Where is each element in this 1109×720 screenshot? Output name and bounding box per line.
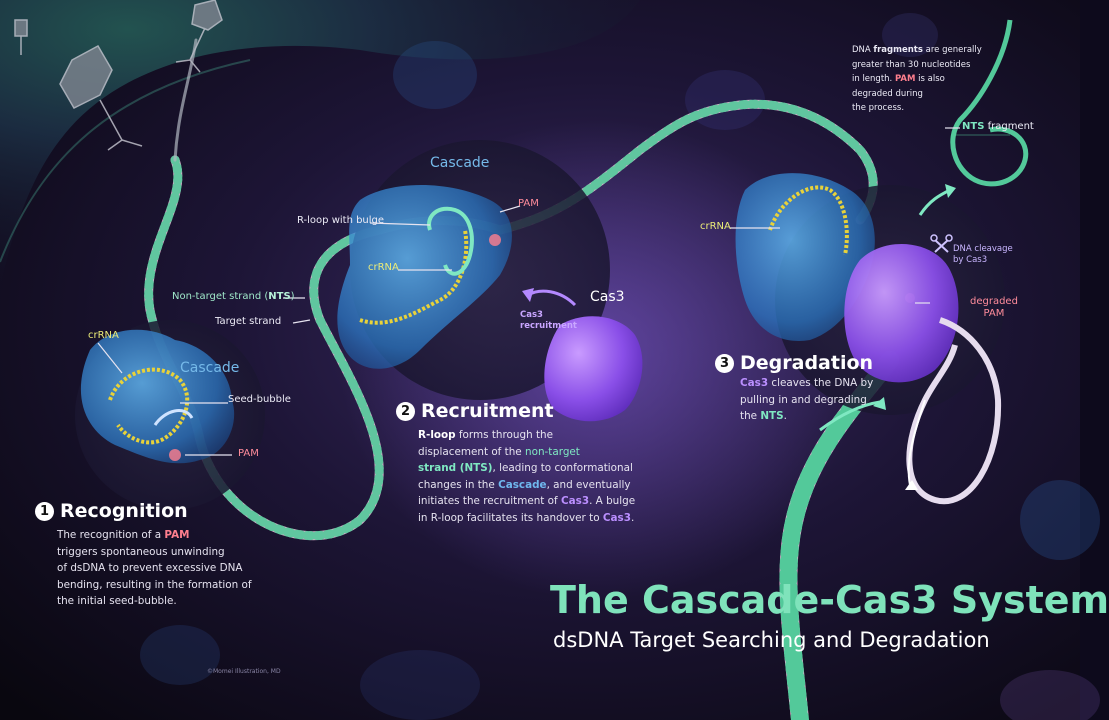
step2-cas3-label: Cas3: [590, 289, 625, 305]
step3-dna-cleavage-1: DNA cleavage: [953, 244, 1013, 254]
step2-number: 2: [396, 402, 415, 421]
step3-note-1a: DNA: [852, 45, 874, 55]
step3-note-5: the process.: [852, 103, 905, 113]
step3-note-4: degraded during: [852, 88, 923, 99]
step3-note-2: greater than 30 nucleotides: [852, 59, 971, 70]
step1-title-text: Recognition: [60, 500, 188, 522]
step3-note-fragments: fragments: [873, 45, 923, 55]
step1-text-1: The recognition of a: [57, 529, 165, 541]
step1-pam-label: PAM: [238, 448, 259, 459]
step2-description: R-loop forms through the displacement of…: [418, 427, 658, 526]
step2-title: 2 Recruitment: [396, 400, 554, 422]
main-title: The Cascade-Cas3 System: [550, 578, 1109, 622]
step2-text-3: , leading to conformational: [492, 462, 633, 474]
step2-cascade-label: Cascade: [430, 155, 490, 171]
step1-text-pam: PAM: [164, 529, 190, 541]
step2-text-6b: .: [630, 511, 635, 524]
step3-dna-cleavage-label: DNA cleavage by Cas3: [953, 244, 1013, 266]
step1-description: The recognition of a PAM triggers sponta…: [57, 527, 267, 610]
step2-cas3-recruitment-1: Cas3: [520, 310, 543, 320]
step3-degraded-1: degraded: [970, 296, 1018, 307]
step2-text-cas3b: Cas3: [602, 511, 631, 524]
signature: ©Momei Illustration, MD: [207, 668, 281, 675]
step1-crrna-label: crRNA: [88, 330, 119, 341]
step3-text-2: pulling in and degrading: [740, 393, 867, 406]
step2-text-5a: initiates the recruitment of: [418, 495, 561, 507]
step2-text-6a: in R-loop facilitates its handover to: [418, 511, 603, 524]
step2-target-strand-label: Target strand: [215, 316, 282, 327]
step3-note-pam: PAM: [894, 74, 916, 84]
step2-cas3-recruitment-2: recruitment: [520, 321, 577, 331]
step2-pam-label: PAM: [518, 198, 539, 209]
step3-description: Cas3 cleaves the DNA by pulling in and d…: [740, 375, 880, 425]
step2-crrna-label: crRNA: [368, 262, 399, 273]
step2-cas3-recruitment-label: Cas3 recruitment: [520, 310, 577, 332]
step1-seed-bubble-label: Seed-bubble: [228, 394, 291, 405]
step1-text-3: of dsDNA to prevent excessive DNA: [57, 562, 243, 574]
step2-text-cas3: Cas3: [561, 495, 590, 507]
step3-note-1b: are generally: [922, 45, 982, 55]
main-subtitle: dsDNA Target Searching and Degradation: [553, 628, 990, 652]
step1-text-4: bending, resulting in the formation of: [57, 578, 252, 591]
step2-text-rloop: R-loop: [418, 429, 456, 441]
step3-dna-cleavage-2: by Cas3: [953, 255, 988, 265]
step3-nts-fragment-a: NTS: [962, 121, 985, 132]
step2-nts-b: NTS: [268, 291, 291, 302]
step1-title: 1 Recognition: [35, 500, 188, 522]
step2-text-strand-nts: strand (NTS): [418, 462, 493, 474]
step1-text-5: the initial seed-bubble.: [57, 595, 177, 607]
step1-cascade-label: Cascade: [180, 360, 240, 376]
step2-text-5b: . A bulge: [589, 495, 636, 507]
step3-title-text: Degradation: [740, 352, 874, 374]
step2-text-1: forms through the: [455, 429, 554, 441]
step3-text-nts: NTS: [760, 410, 784, 422]
step3-crrna-label: crRNA: [700, 221, 731, 232]
step1-text-2: triggers spontaneous unwinding: [57, 545, 225, 558]
step2-r-loop-bulge-label: R-loop with bulge: [297, 215, 385, 226]
step3-degraded-pam-label: degraded PAM: [970, 296, 1018, 320]
step2-nts-a: Non-target strand (: [172, 291, 269, 302]
step3-note-3a: in length.: [852, 74, 895, 84]
step3-note-3b: is also: [915, 74, 945, 84]
step2-title-text: Recruitment: [421, 400, 554, 422]
step3-nts-fragment-b: fragment: [984, 121, 1034, 132]
step3-nts-fragment-label: NTS fragment: [962, 121, 1034, 132]
step3-number: 3: [715, 354, 734, 373]
step2-nts-c: ): [290, 291, 295, 302]
step3-text-cas3: Cas3: [740, 377, 769, 389]
step3-title: 3 Degradation: [715, 352, 873, 374]
step2-text-nontarget: non-target: [525, 445, 580, 458]
step1-number: 1: [35, 502, 54, 521]
step3-text-3b: .: [783, 410, 787, 422]
step3-fragment-note: DNA fragments are generally greater than…: [852, 43, 982, 116]
step2-nts-label: Non-target strand (NTS): [172, 291, 295, 302]
step2-text-cascade: Cascade: [498, 478, 547, 491]
step2-text-4a: changes in the: [418, 478, 499, 491]
step2-text-4b: , and eventually: [546, 478, 631, 491]
step2-text-2a: displacement of the: [418, 445, 526, 458]
step3-degraded-2: PAM: [983, 308, 1005, 319]
step3-text-3a: the: [740, 410, 761, 422]
step3-text-1: cleaves the DNA by: [768, 377, 874, 389]
